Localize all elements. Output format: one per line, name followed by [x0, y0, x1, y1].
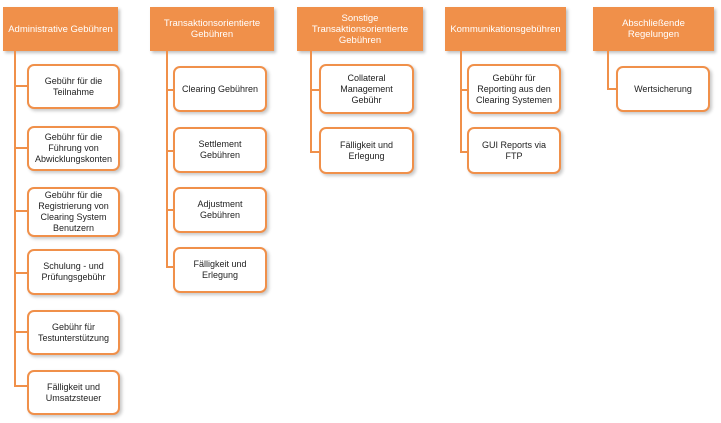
header-kommunikation: Kommunikationsgebühren — [445, 7, 566, 51]
connector-vertical-transaktionsorientiert — [166, 51, 168, 267]
connector-branch — [14, 385, 28, 387]
connector-branch — [14, 210, 28, 212]
header-transaktionsorientiert: Transaktionsorientierte Gebühren — [150, 7, 274, 51]
connector-branch — [166, 266, 174, 268]
node-registrierung: Gebühr für die Registrierung von Clearin… — [27, 187, 120, 237]
node-testunterstuetzung: Gebühr für Testunterstützung — [27, 310, 120, 355]
connector-branch — [166, 209, 174, 211]
header-abschliessend: Abschließende Regelungen — [593, 7, 714, 51]
node-collateral-management: Collateral Management Gebühr — [319, 64, 414, 114]
node-faelligkeit-erlegung: Fälligkeit und Erlegung — [173, 247, 267, 293]
connector-branch — [460, 89, 468, 91]
connector-branch — [14, 331, 28, 333]
connector-vertical-administrative — [14, 51, 16, 386]
connector-branch — [607, 88, 617, 90]
node-clearing-gebuehren: Clearing Gebühren — [173, 66, 267, 112]
node-settlement-gebuehren: Settlement Gebühren — [173, 127, 267, 173]
connector-branch — [166, 89, 174, 91]
node-teilnahme: Gebühr für die Teilnahme — [27, 64, 120, 109]
connector-vertical-abschliessend — [607, 51, 609, 90]
node-reporting-clearing: Gebühr für Reporting aus den Clearing Sy… — [467, 64, 561, 114]
connector-branch — [14, 147, 28, 149]
connector-vertical-kommunikation — [460, 51, 462, 153]
node-wertsicherung: Wertsicherung — [616, 66, 710, 112]
connector-branch — [14, 272, 28, 274]
node-abwicklungskonten: Gebühr für die Führung von Abwicklungsko… — [27, 126, 120, 171]
connector-branch — [460, 151, 468, 153]
node-umsatzsteuer: Fälligkeit und Umsatzsteuer — [27, 370, 120, 415]
header-administrative: Administrative Gebühren — [3, 7, 118, 51]
node-faelligkeit-erlegung-sonstige: Fälligkeit und Erlegung — [319, 127, 414, 174]
connector-vertical-sonstige — [310, 51, 312, 153]
node-gui-reports: GUI Reports via FTP — [467, 127, 561, 174]
connector-branch — [310, 89, 320, 91]
connector-branch — [166, 150, 174, 152]
node-schulung: Schulung - und Prüfungsgebühr — [27, 249, 120, 295]
node-adjustment-gebuehren: Adjustment Gebühren — [173, 187, 267, 233]
header-sonstige: Sonstige Transaktionsorientierte Gebühre… — [297, 7, 423, 51]
connector-branch — [14, 85, 28, 87]
connector-branch — [310, 151, 320, 153]
